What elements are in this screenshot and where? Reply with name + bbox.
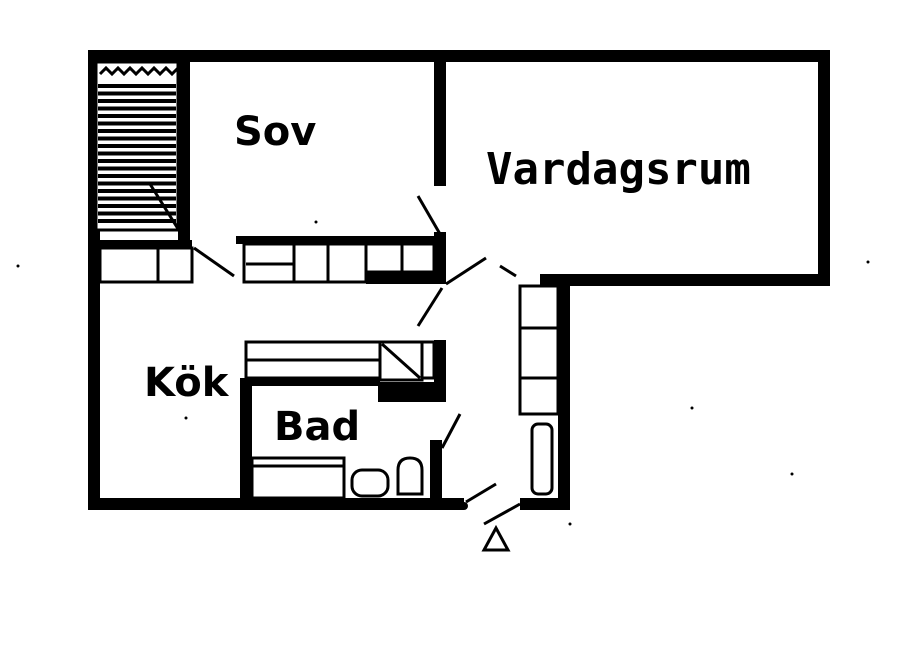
stair-tread [98,211,176,216]
stair-tread [98,166,176,171]
kitchen-cabinets-left [98,246,194,284]
stair-tread [98,106,176,111]
triangle-entrance-icon [481,524,511,552]
interior-walls [92,58,446,500]
outer-walls [88,50,830,510]
hall-wardrobes [518,284,560,416]
stair-tread [98,151,176,156]
room-label-bad: Bad [274,404,360,450]
stair-tread [98,204,176,208]
room-label-kok: Kök [144,360,230,406]
stair-tread [98,136,176,141]
stair-tread [98,114,176,118]
stair-tread [98,99,176,103]
stair-tread [98,219,176,223]
scan-speckles [16,220,870,526]
shower-fixture [530,422,554,496]
stair-tread [98,159,176,163]
kitchen-counter [244,340,436,382]
stair-tread [98,121,176,126]
stair-tread [98,196,176,201]
stair-tread [98,91,176,96]
stair-tread [98,84,176,88]
staircase [94,60,182,233]
stair-tread [98,181,176,186]
toilet-fixture [396,456,424,496]
stair-tread [98,129,176,133]
sink-fixture [350,468,390,498]
stair-tread [98,174,176,178]
stair-tread [98,144,176,148]
bathtub [250,456,346,500]
wardrobe-row [242,242,436,284]
stair-tread [98,189,176,193]
doors [193,195,521,526]
room-label-sov: Sov [234,109,316,155]
room-label-vardagsrum: Vardagsrum [486,144,751,195]
